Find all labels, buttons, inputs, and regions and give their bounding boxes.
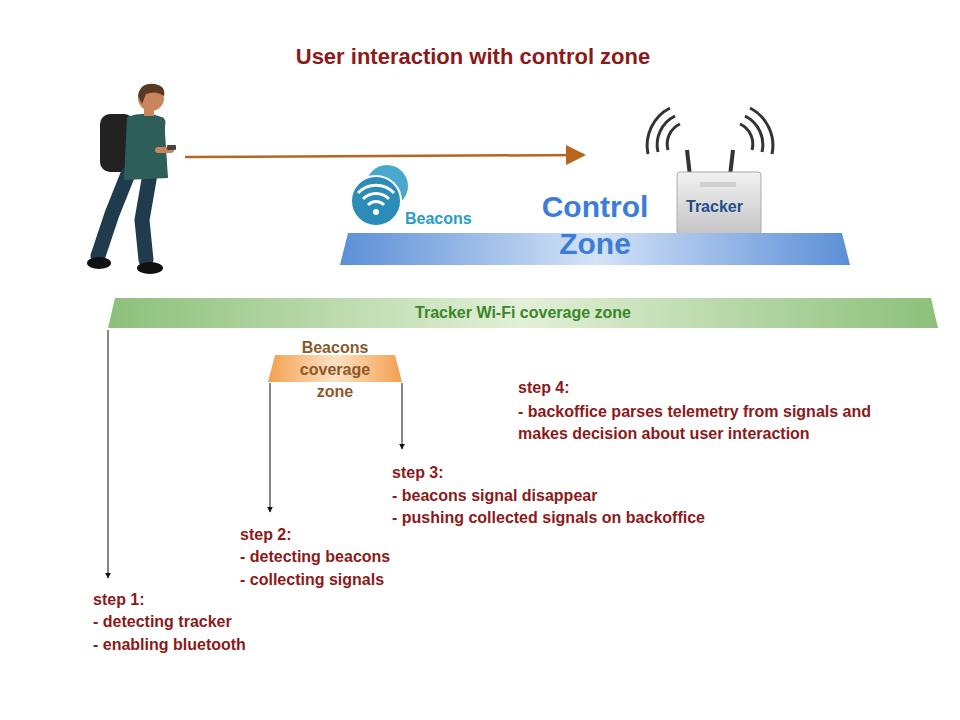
- step-heading: step 2:: [240, 525, 292, 545]
- step-heading: step 1:: [93, 590, 145, 610]
- step-item: - enabling bluetooth: [93, 635, 246, 655]
- beacon-icon: [351, 165, 408, 226]
- leader-line: [402, 383, 403, 449]
- step-heading: step 4:: [518, 378, 570, 398]
- person-figure: [87, 84, 176, 274]
- step-item: - backoffice parses telemetry from signa…: [518, 401, 910, 445]
- zone-label: Beacons coverage zone: [290, 337, 380, 403]
- band-fill: [108, 298, 938, 328]
- tracker-label: Tracker: [686, 197, 743, 217]
- step-item: - detecting beacons: [240, 547, 390, 567]
- step-item: - beacons signal disappear: [392, 486, 597, 506]
- leader-line: [270, 383, 271, 512]
- step-item: - pushing collected signals on backoffic…: [392, 508, 705, 528]
- zone-label: Tracker Wi-Fi coverage zone: [323, 298, 723, 328]
- wifi-coverage-band: Tracker Wi-Fi coverage zone: [108, 298, 938, 328]
- zone-label: Control Zone: [520, 188, 670, 262]
- tracker-device: [647, 108, 773, 235]
- motion-arrow: [185, 155, 584, 157]
- diagram-title: User interaction with control zone: [0, 43, 946, 71]
- beacons-label: Beacons: [405, 209, 472, 229]
- leader-line: [108, 330, 109, 578]
- step-item: - detecting tracker: [93, 612, 232, 632]
- beacon-coverage-band: Beacons coverage zone: [268, 337, 402, 403]
- step-heading: step 3:: [392, 463, 444, 483]
- step-item: - collecting signals: [240, 570, 384, 590]
